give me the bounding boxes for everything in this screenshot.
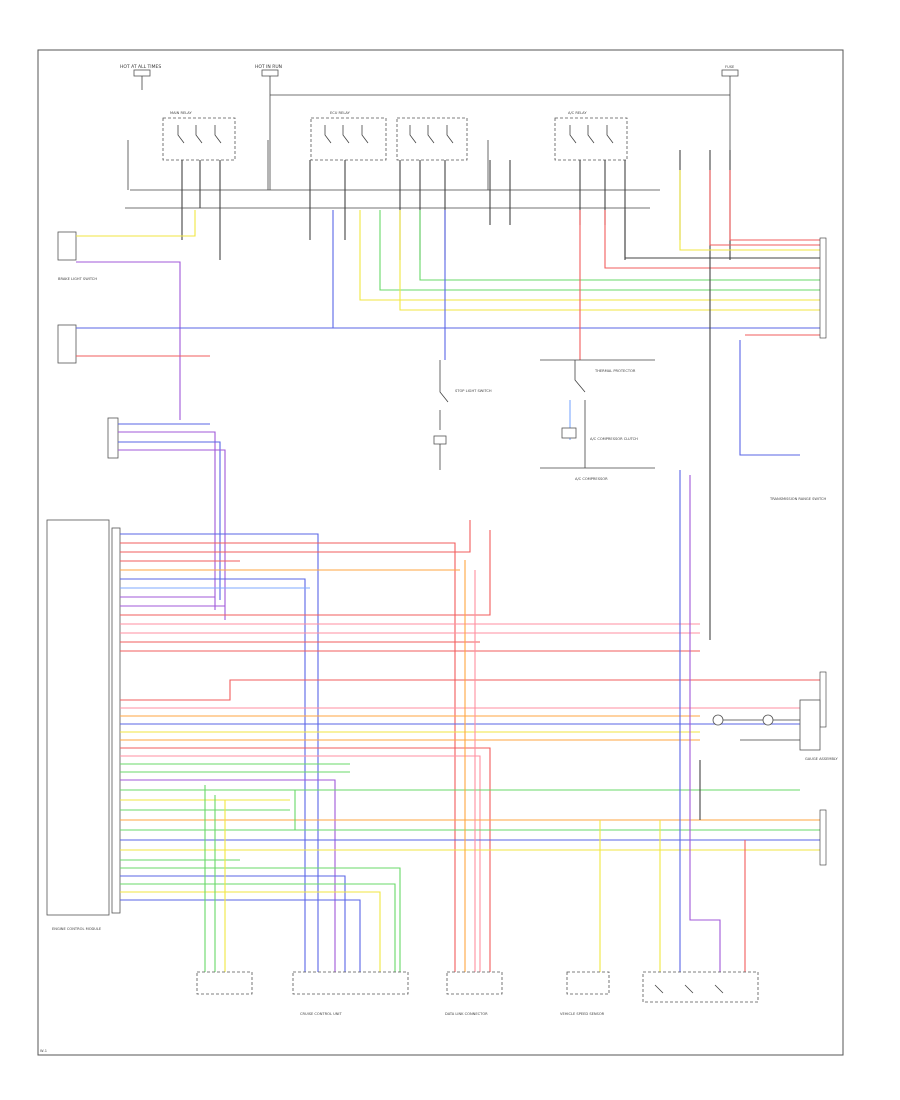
relay-contacts (177, 125, 614, 144)
label-fuse: FUSE (725, 65, 735, 69)
label-main-relay: MAIN RELAY (170, 111, 192, 115)
label-page: W-1 (40, 1049, 47, 1053)
fuel-relay-box (396, 117, 468, 161)
vertical-bundles (204, 260, 746, 972)
ecu-relay-box (310, 117, 387, 161)
label-data-link: DATA LINK CONNECTOR (445, 1012, 488, 1016)
label-cruise: CRUISE CONTROL UNIT (300, 1012, 342, 1016)
brake-switch-box (57, 324, 77, 364)
ecm-connector (111, 527, 121, 914)
ecm-wires-lower (120, 679, 820, 972)
label-gauge: GAUGE ASSEMBLY (805, 757, 838, 761)
diagram-frame (37, 49, 844, 1056)
label-ecm: ENGINE CONTROL MODULE (52, 927, 102, 931)
right-connectors (712, 237, 827, 866)
stop-light-section (433, 360, 449, 470)
wires-top-section (76, 170, 820, 456)
ac-relay-box (554, 117, 628, 161)
label-ecu-relay: ECU RELAY (330, 111, 351, 115)
label-hot-all-times: HOT AT ALL TIMES (120, 64, 161, 70)
label-hot-in-run: HOT IN RUN (255, 64, 282, 70)
relay-drops (181, 150, 731, 260)
label-clutch: A/C COMPRESSOR CLUTCH (590, 437, 638, 441)
label-compressor: A/C COMPRESSOR (575, 477, 608, 481)
ecm-box (46, 519, 110, 916)
bottom-connectors (196, 971, 759, 1003)
label-brake-switch: BRAKE LIGHT SWITCH (58, 277, 97, 281)
label-transmission: TRANSMISSION RANGE SWITCH (769, 497, 827, 501)
label-thermal: THERMAL PROTECTOR (594, 369, 636, 373)
power-bus (125, 80, 731, 209)
ecm-wires-upper (118, 423, 700, 972)
label-ac-relay: A/C RELAY (568, 111, 587, 115)
main-relay-box (162, 117, 236, 161)
fuse-symbols (133, 69, 739, 95)
ac-compressor-section (540, 359, 655, 469)
clutch-switch-box (57, 231, 77, 261)
harness-connector (107, 417, 119, 459)
label-speed-sensor: VEHICLE SPEED SENSOR (560, 1012, 605, 1016)
label-stop-light: STOP LIGHT SWITCH (455, 389, 492, 393)
